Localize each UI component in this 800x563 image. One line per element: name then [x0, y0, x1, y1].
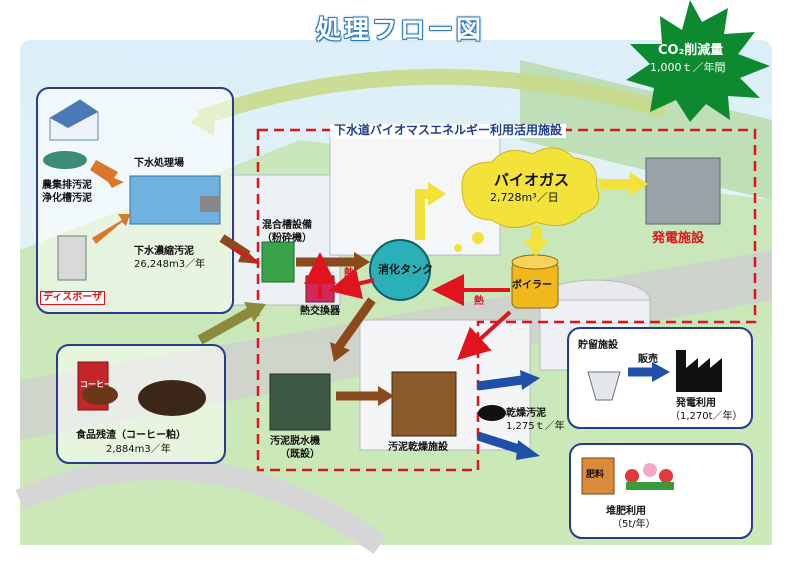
fertilizer-bag-label: 肥料	[586, 470, 605, 480]
arrow-dewater-dryer-head	[378, 386, 394, 406]
arrow-digester-biogas-head	[428, 182, 446, 206]
arrow-digester-biogas	[415, 189, 430, 240]
power-label: 発電施設	[652, 231, 705, 246]
arrow-boiler-dryer	[457, 310, 512, 361]
septic-label-1: 農集排汚泥	[42, 180, 92, 191]
dried-sludge-icon	[478, 405, 506, 421]
dryer-label: 汚泥乾燥施設	[388, 442, 448, 453]
coffee-can-label: コーヒー	[80, 380, 112, 389]
facility-frame	[256, 128, 757, 472]
curved-arrow-top	[197, 68, 668, 126]
boiler-top	[511, 254, 559, 270]
arrow-biogas-power-head	[630, 172, 648, 196]
arrow-heat-exchanger	[328, 267, 375, 299]
compost-value: （5t/年）	[612, 519, 656, 530]
storage-label: 貯留施設	[578, 340, 618, 351]
flower-icon	[625, 469, 639, 483]
dewater-label: 汚泥脱水機	[270, 436, 320, 447]
septic-label-2: 浄化槽汚泥	[42, 193, 92, 204]
arrow-digester-dewater	[334, 297, 376, 351]
bubble-2	[454, 244, 462, 252]
arrow-red-sewage	[231, 246, 259, 264]
dewater-sub: （既設）	[280, 449, 320, 460]
power-use-frame	[567, 327, 753, 429]
heat-exchanger-label: 熱交換器	[300, 306, 340, 317]
factory-icon	[676, 350, 722, 392]
arrow-dryer-storage	[477, 375, 523, 391]
house-roof-icon	[50, 100, 98, 128]
dryer-icon	[391, 371, 457, 437]
power-use-value: （1,270t／年）	[670, 411, 743, 422]
power-use-label: 発電利用	[676, 398, 716, 409]
arrow-digester-dewater-head	[330, 342, 350, 362]
arrow-food-mixer-head	[244, 302, 266, 322]
dried-value: 1,275ｔ／年	[506, 421, 565, 432]
heat-label-2: 熱	[474, 296, 484, 307]
septic-tank-icon	[43, 151, 87, 169]
digester-label: 消化タンク	[378, 263, 433, 276]
road-curve	[15, 457, 387, 555]
flower-icon	[643, 463, 657, 477]
concentrated-label: 下水濃縮汚泥	[134, 246, 194, 257]
arrow-biogas-boiler-head	[524, 240, 548, 256]
disposer-label: ディスポーザ	[40, 291, 106, 305]
arrow-dryer-compost-head	[516, 440, 540, 460]
sale-label: 販売	[638, 354, 658, 365]
facility-label: 下水道バイオマスエネルギー利用活用施設	[330, 123, 567, 138]
page-title: 処理フロー図	[315, 15, 484, 44]
food-value: 2,884m3／年	[106, 444, 171, 455]
disposer-icon	[57, 235, 87, 281]
co2-starburst	[626, 0, 770, 122]
plant-truck-icon	[200, 196, 220, 212]
compost-label: 堆肥利用	[606, 506, 646, 517]
mixer-icon	[261, 241, 295, 283]
boiler-label: ボイラー	[512, 280, 552, 291]
power-plant-icon	[645, 157, 721, 225]
arrow-dryer-storage-head	[520, 370, 540, 390]
dewater-icon	[269, 373, 331, 431]
sewage-plant-label: 下水処理場	[134, 158, 184, 169]
concentrated-value: 26,248m3／年	[134, 259, 206, 270]
silo-icon	[587, 371, 621, 401]
flower-icon	[659, 469, 673, 483]
biogas-label: バイオガス	[494, 171, 570, 189]
food-label: 食品残渣（コーヒー粕）	[76, 430, 186, 441]
compost-frame	[569, 443, 753, 539]
co2-label: CO₂削減量	[658, 43, 724, 58]
bubble-1	[472, 232, 484, 244]
dried-label: 乾燥汚泥	[506, 408, 546, 419]
coffee-beans-icon	[82, 385, 118, 405]
heat-label-1: 熱	[344, 268, 354, 279]
biogas-value: 2,728m³／日	[490, 191, 559, 204]
mixing-label: 混合槽設備	[262, 220, 312, 231]
arrow-sale-head	[652, 362, 670, 382]
coffee-grounds-icon	[138, 380, 206, 416]
arrow-septic	[90, 160, 124, 188]
co2-value: 1,000ｔ／年間	[650, 61, 726, 74]
biogas-cloud	[461, 147, 600, 228]
arrow-food-mixer	[197, 307, 253, 345]
arrow-disposer	[92, 214, 130, 244]
arrow-dryer-compost	[476, 431, 524, 455]
arrow-mixer-digester-head	[354, 252, 370, 272]
leaves-icon	[626, 482, 674, 490]
fertilizer-bag-icon	[581, 457, 615, 495]
digester-icon	[369, 239, 431, 301]
mixing-sub: （粉砕機）	[262, 233, 312, 244]
